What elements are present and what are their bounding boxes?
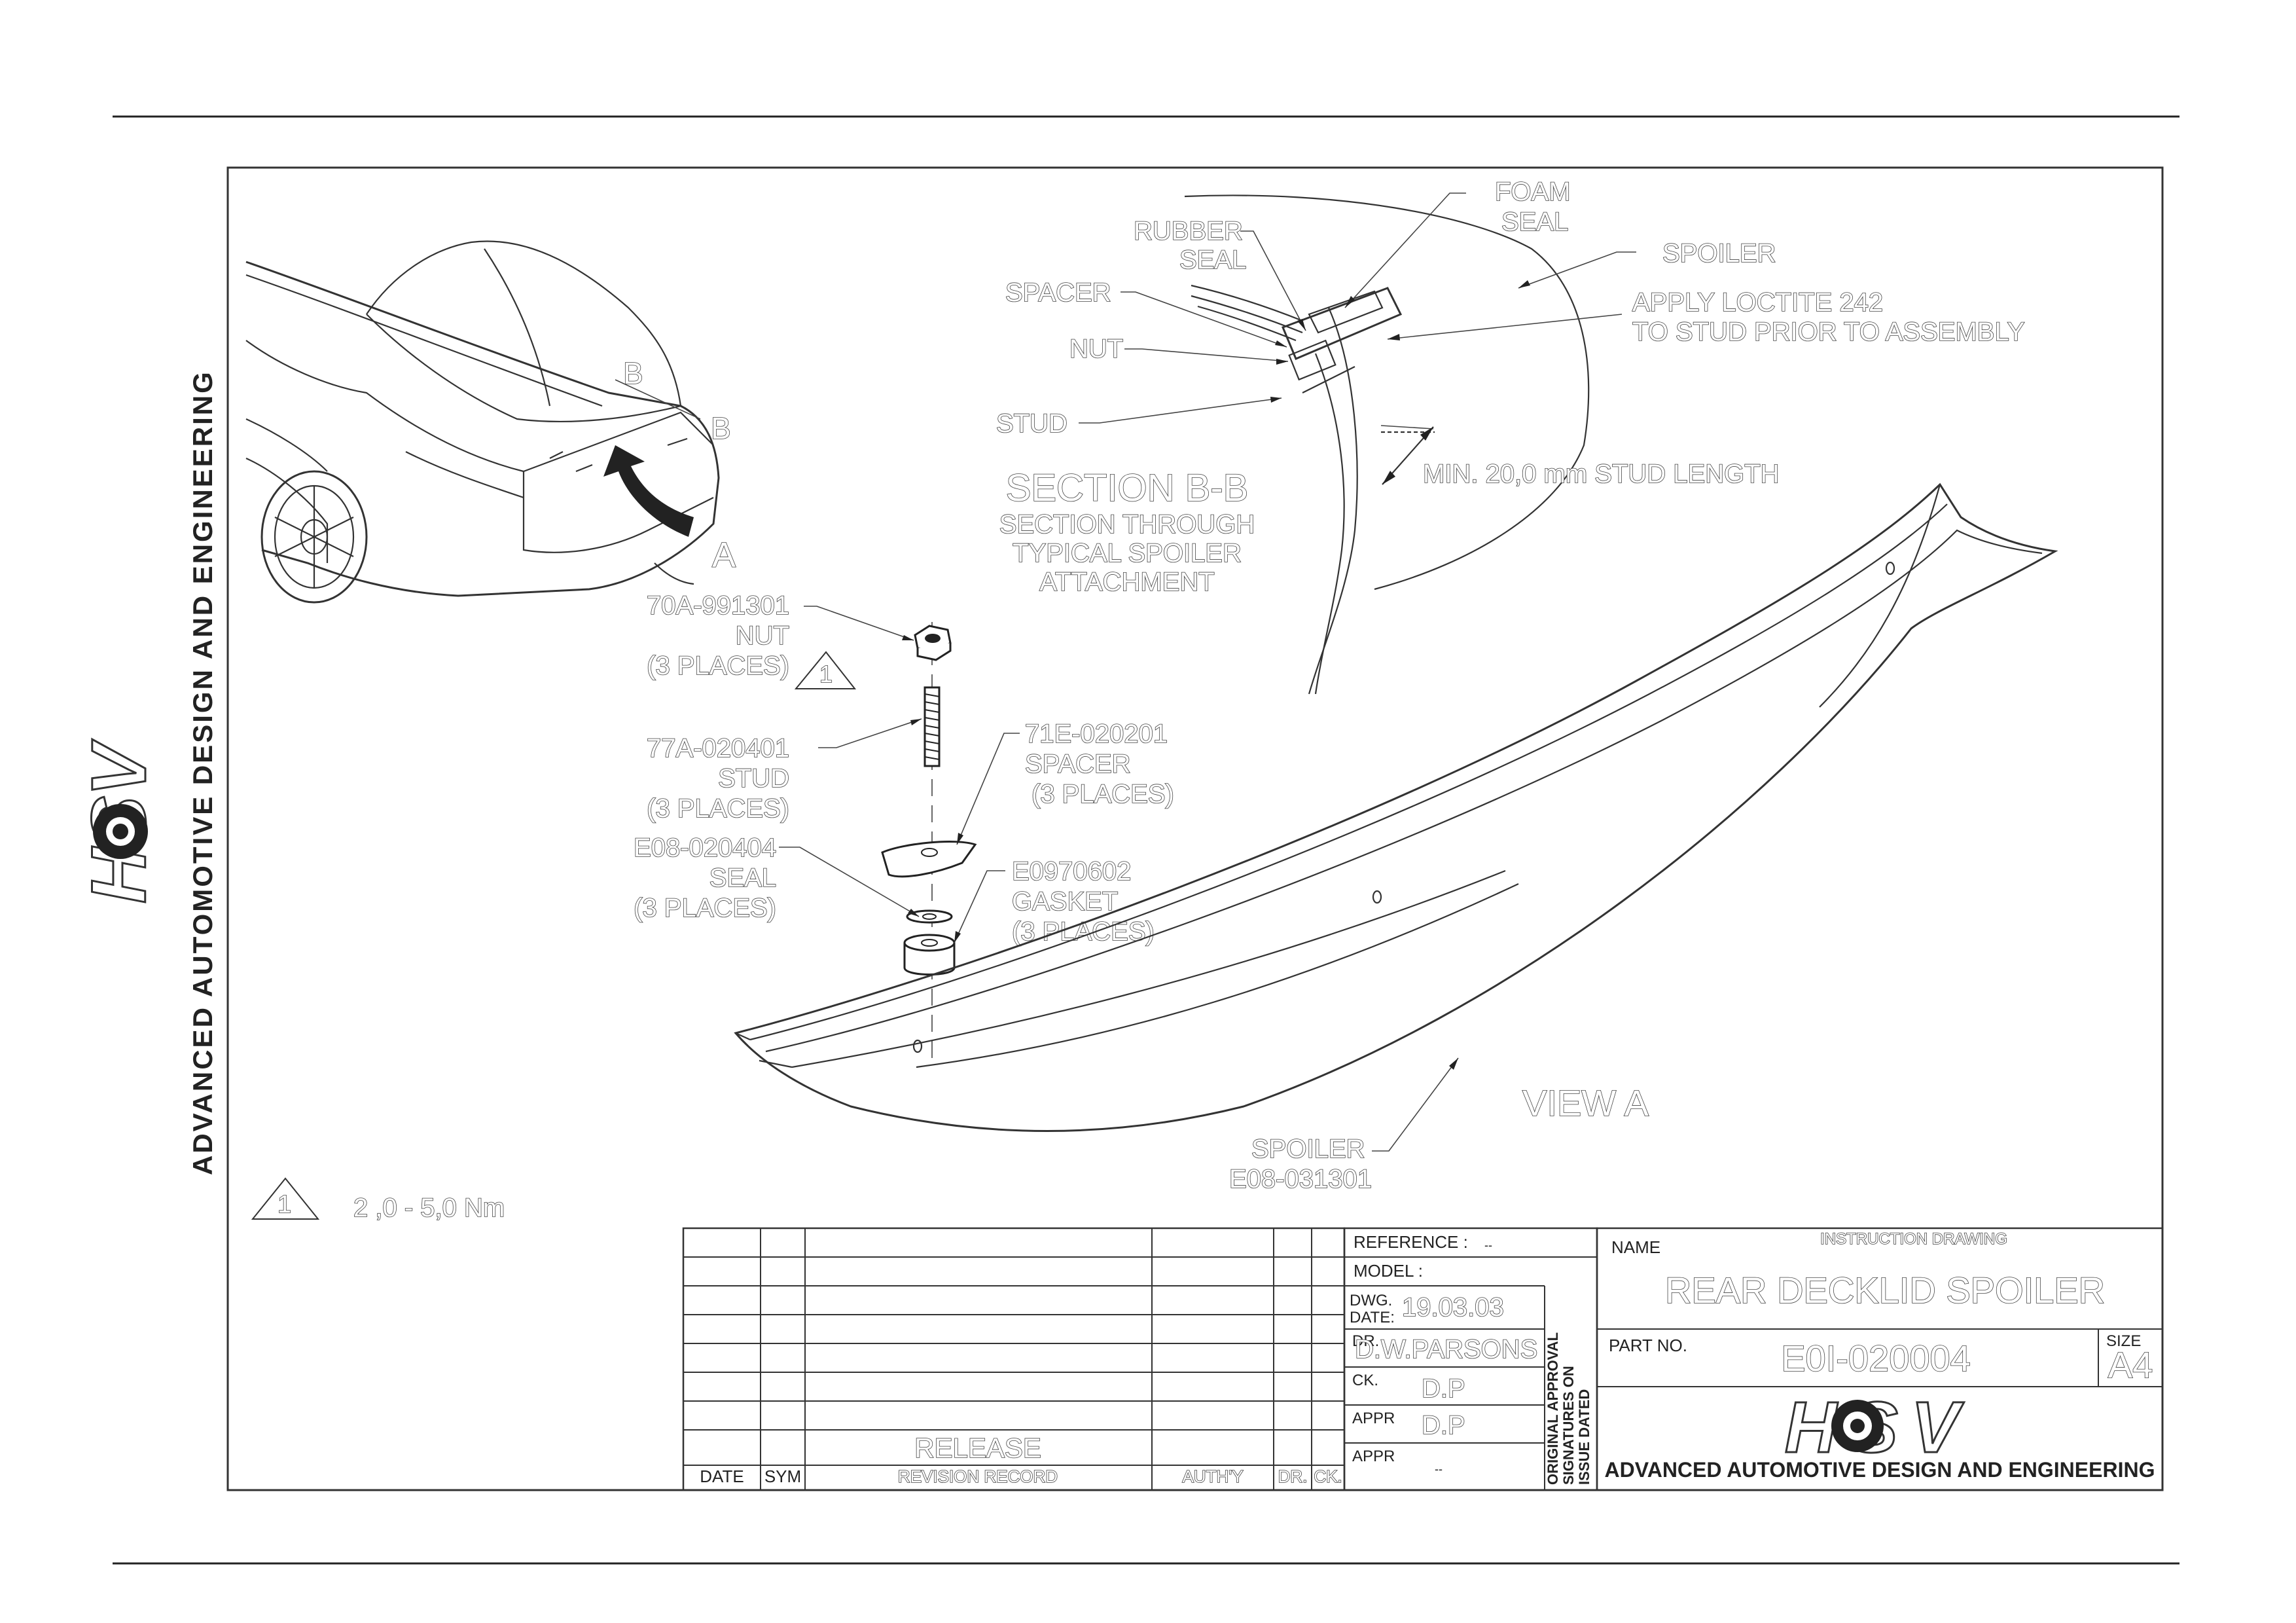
side-logo-text: HSV <box>76 739 162 903</box>
ck-label: CK. <box>1352 1372 1378 1389</box>
gasket-part-qty: (3 PLACES) <box>1012 917 1155 946</box>
stud-callout: STUD <box>996 409 1067 438</box>
appr2-value: -- <box>1435 1463 1443 1476</box>
drawing-name: REAR DECKLID SPOILER <box>1665 1269 2105 1311</box>
foam-seal-label-1: FOAM <box>1495 177 1571 206</box>
reference-label: REFERENCE : <box>1354 1232 1468 1252</box>
loctite-note-1: APPLY LOCTITE 242 <box>1632 288 1883 317</box>
torque-note: 1 2 ,0 - 5,0 Nm <box>251 1177 505 1223</box>
spoiler-view-a: VIEW A SPOILER E08-031301 <box>734 483 2058 1194</box>
header-date: DATE <box>700 1467 744 1486</box>
torque-note-marker: 1 <box>278 1191 291 1218</box>
section-marker-b2: B <box>711 411 731 445</box>
torque-note-text: 2 ,0 - 5,0 Nm <box>353 1194 505 1222</box>
nut-icon <box>914 625 952 661</box>
gasket-part-number: E0970602 <box>1012 857 1131 886</box>
section-b-b-detail: FOAM SEAL RUBBER SEAL SPACER NUT STUD SP… <box>996 177 2025 695</box>
min-stud-length-note: MIN. 20,0 mm STUD LENGTH <box>1423 460 1780 488</box>
loctite-note-2: TO STUD PRIOR TO ASSEMBLY <box>1632 318 2024 346</box>
dr-value: D.W.PARSONS <box>1355 1335 1537 1364</box>
company-name: ADVANCED AUTOMOTIVE DESIGN AND ENGINEERI… <box>1605 1458 2155 1482</box>
hsv-logo: HSV <box>1784 1387 1972 1469</box>
approval-note-2: SIGNATURES ON <box>1560 1366 1577 1485</box>
spoiler-callout: SPOILER <box>1662 239 1776 268</box>
car-rear-view-illustration: B B A <box>245 240 736 604</box>
spoiler-part-number: E08-031301 <box>1229 1165 1372 1194</box>
name-label: NAME <box>1611 1237 1660 1257</box>
view-a-title: VIEW A <box>1522 1082 1649 1123</box>
nut-callout: NUT <box>1069 335 1123 363</box>
stud-part-name: STUD <box>718 764 789 793</box>
exploded-hardware-stack: 1 70A-991301 NUT (3 PLACES) 77A-020401 S… <box>633 591 1175 1061</box>
size-value: A4 <box>2108 1344 2153 1385</box>
seal-part-number: E08-020404 <box>634 833 776 862</box>
header-dr: DR. <box>1278 1467 1308 1486</box>
spacer-callout: SPACER <box>1005 278 1111 307</box>
section-marker-b1: B <box>623 356 643 390</box>
section-subtitle-2: TYPICAL SPOILER <box>1013 539 1242 568</box>
view-marker-a: A <box>712 536 736 575</box>
side-hsv-logo: HSV <box>75 739 164 905</box>
section-title: SECTION B-B <box>1006 467 1249 509</box>
gasket-icon <box>903 934 956 976</box>
stud-part-qty: (3 PLACES) <box>647 794 789 823</box>
spacer-part-name: SPACER <box>1025 750 1131 778</box>
header-revision-record: REVISION RECORD <box>898 1467 1058 1486</box>
rubber-seal-label-2: SEAL <box>1179 246 1246 274</box>
spacer-part-number: 71E-020201 <box>1025 720 1168 748</box>
section-subtitle-1: SECTION THROUGH <box>999 510 1255 539</box>
header-authy: AUTH'Y <box>1182 1467 1243 1486</box>
dr-label: DR. <box>1352 1332 1379 1350</box>
model-label: MODEL : <box>1354 1261 1423 1281</box>
approval-note-3: ISSUE DATED <box>1576 1389 1592 1485</box>
rubber-seal-label-1: RUBBER <box>1134 217 1243 246</box>
dwg-date-label-2: DATE: <box>1350 1309 1395 1326</box>
size-label: SIZE <box>2106 1332 2141 1350</box>
spacer-part-qty: (3 PLACES) <box>1031 780 1174 809</box>
release-label: RELEASE <box>914 1432 1041 1463</box>
torque-reference-marker: 1 <box>819 661 833 687</box>
torque-note-triangle-icon <box>251 1177 320 1220</box>
title-block: RELEASE DATE SYM REVISION RECORD AUTH'Y … <box>682 1227 2164 1491</box>
nut-part-qty: (3 PLACES) <box>647 651 789 680</box>
view-a-arrow-icon <box>603 445 694 537</box>
reference-value: -- <box>1484 1239 1492 1252</box>
header-ck: CK. <box>1314 1467 1342 1486</box>
ck-value: D.P <box>1422 1374 1465 1403</box>
seal-icon <box>906 909 953 924</box>
nut-part-number: 70A-991301 <box>647 591 789 620</box>
dwg-date-label-1: DWG. <box>1350 1292 1392 1309</box>
stud-part-number: 77A-020401 <box>647 734 789 763</box>
seal-part-name: SEAL <box>709 864 776 892</box>
torque-reference-triangle-icon <box>794 651 857 689</box>
foam-seal-label-2: SEAL <box>1501 208 1568 236</box>
gasket-part-name: GASKET <box>1012 887 1118 916</box>
appr-label: APPR <box>1352 1410 1395 1427</box>
spacer-icon <box>881 841 977 878</box>
appr2-label: APPR <box>1352 1448 1395 1465</box>
dwg-date-value: 19.03.03 <box>1402 1293 1504 1322</box>
side-banner-text: ADVANCED AUTOMOTIVE DESIGN AND ENGINEERI… <box>187 370 218 1175</box>
drawing-type: INSTRUCTION DRAWING <box>1820 1230 2007 1248</box>
seal-part-qty: (3 PLACES) <box>634 894 776 922</box>
section-subtitle-3: ATTACHMENT <box>1039 568 1214 596</box>
part-no-value: E0I-020004 <box>1781 1338 1971 1379</box>
spoiler-label: SPOILER <box>1251 1135 1365 1163</box>
hsv-logo-text: HSV <box>1785 1387 1972 1468</box>
nut-part-name: NUT <box>736 621 789 650</box>
header-sym: SYM <box>764 1467 801 1486</box>
stud-icon <box>924 686 941 767</box>
part-no-label: PART NO. <box>1609 1336 1687 1355</box>
appr-value: D.P <box>1422 1411 1465 1440</box>
approval-note-1: ORIGINAL APPROVAL <box>1545 1332 1561 1485</box>
side-banner: ADVANCED AUTOMOTIVE DESIGN AND ENGINEERI… <box>75 370 219 1175</box>
